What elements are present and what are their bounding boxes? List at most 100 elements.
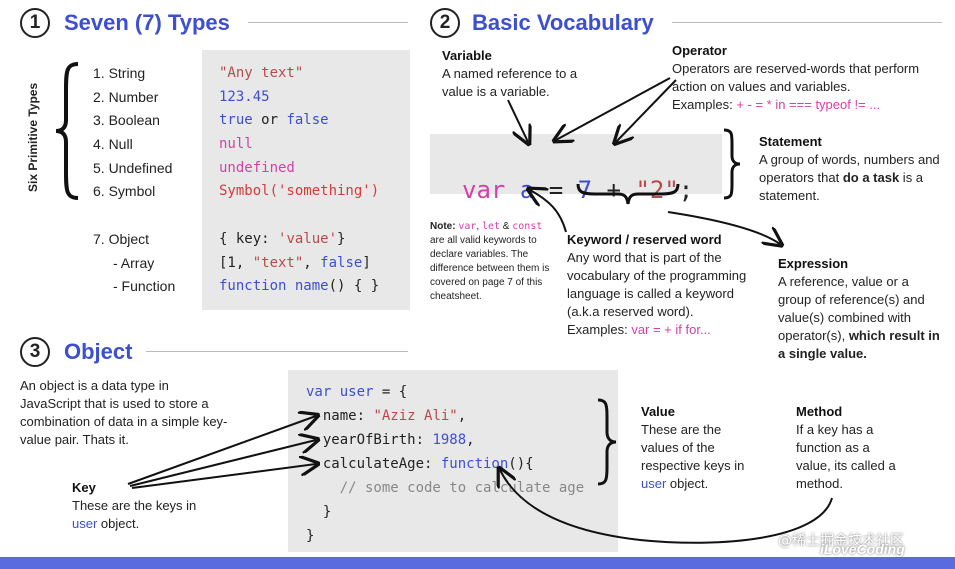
number-seven: 7 <box>577 176 593 204</box>
semicolon: ; <box>678 176 694 204</box>
value-highlight: user <box>641 476 667 491</box>
type-object-label: 7. Object <box>93 231 150 247</box>
expression-description: A reference, value or a group of referen… <box>778 274 925 343</box>
operator-examples-label: Examples: <box>672 97 737 112</box>
obj-key-year: yearOfBirth: <box>306 432 433 448</box>
type-null-label: 4. Null <box>93 136 133 152</box>
object-code-close: } <box>337 231 346 247</box>
section1-number: 1 <box>20 8 50 38</box>
expression-text: A reference, value or a group of referen… <box>778 273 943 363</box>
object-code-line7: } <box>306 528 315 544</box>
array-code-text: "text" <box>252 255 304 271</box>
obj-open-brace: = { <box>373 384 408 400</box>
keyword-title: Keyword / reserved word <box>567 232 722 247</box>
array-code-false: false <box>320 255 363 271</box>
type-undefined-code: undefined <box>219 160 295 176</box>
object-description: An object is a data type in JavaScript t… <box>20 378 228 447</box>
note-comma: , <box>476 221 482 232</box>
type-number-label: 2. Number <box>93 89 159 105</box>
array-code-comma: , <box>303 255 321 271</box>
statement-code-panel <box>430 134 722 194</box>
type-string-label: 1. String <box>93 65 146 81</box>
value-text-b: object. <box>666 476 709 491</box>
type-string-code: "Any text" <box>219 65 304 81</box>
array-code-close: ] <box>362 255 371 271</box>
note-const: const <box>512 221 543 232</box>
or-text: or <box>252 112 287 128</box>
function-keyword: function <box>219 278 287 294</box>
keyword-text: Any word that is part of the vocabulary … <box>567 249 747 339</box>
key-title: Key <box>72 480 96 495</box>
keyword-description: Any word that is part of the vocabulary … <box>567 250 747 319</box>
array-code-open: [1, <box>219 255 253 271</box>
method-title: Method <box>796 404 843 419</box>
statement-brace-icon <box>723 128 741 200</box>
left-brace-icon <box>55 62 79 200</box>
keyword-examples: var = + if for... <box>631 322 711 337</box>
operator-text: Operators are reserved-words that perfor… <box>672 60 942 114</box>
type-boolean-label: 3. Boolean <box>93 112 160 128</box>
false-keyword: false <box>286 112 329 128</box>
keyword-examples-label: Examples: <box>567 322 632 337</box>
object-code-line3: yearOfBirth: 1988, <box>306 432 475 448</box>
value-text: These are the values of the respective k… <box>641 421 751 493</box>
obj-comma-2: , <box>466 432 475 448</box>
operator-title: Operator <box>672 43 727 58</box>
watermark-cn: @稀土掘金技术社区 <box>778 533 904 549</box>
type-array-code: [1, "text", false] <box>219 255 371 271</box>
key-highlight: user <box>72 516 98 531</box>
type-symbol-code: Symbol('something') <box>219 183 380 199</box>
type-number-code: 123.45 <box>219 89 270 105</box>
value-brace-icon <box>597 398 617 486</box>
obj-comma-1: , <box>457 408 467 424</box>
variable-text: A named reference to a value is a variab… <box>442 66 578 99</box>
key-text-a: These are the keys in <box>72 498 197 513</box>
expression-bold: which result in a single value. <box>778 328 940 361</box>
expression-brace-icon <box>576 183 680 205</box>
var-keyword: var <box>462 176 506 204</box>
obj-function-keyword: function <box>440 456 509 472</box>
obj-key-calc: calculateAge: <box>306 456 441 472</box>
method-text: If a key has a function as a value, its … <box>796 422 896 491</box>
statement-text-b: is a statement. <box>759 170 924 203</box>
type-function-code: function name() { } <box>219 278 379 294</box>
type-object-code: { key: 'value'} <box>219 231 345 247</box>
watermark-brand: iLoveCoding <box>820 541 905 557</box>
type-function-label: - Function <box>113 278 176 294</box>
object-code-line1: var user = { <box>306 384 407 400</box>
function-body: () { } <box>328 278 380 294</box>
section2-rule <box>672 22 942 23</box>
type-boolean-code: true or false <box>219 112 329 128</box>
type-array-label: - Array <box>113 255 155 271</box>
statement-text-bold: do a task <box>842 170 900 185</box>
note-bold: Note: <box>430 221 459 232</box>
statement-text-a: A group of words, numbers and operators … <box>759 152 940 185</box>
plus-operator: + <box>606 176 621 204</box>
object-code-line6: } <box>306 504 332 520</box>
statement-code: var a = 7 + "2"; <box>462 148 693 204</box>
bottom-accent-bar <box>0 557 955 569</box>
obj-value-year: 1988 <box>432 432 467 448</box>
obj-key-name: name: <box>306 408 374 424</box>
function-name: name <box>286 278 329 294</box>
obj-var-name: user <box>331 384 374 400</box>
section3-rule <box>146 351 408 352</box>
key-text-b: object. <box>97 516 140 531</box>
variable-title: Variable <box>442 48 492 63</box>
section3-title: Object <box>64 339 133 364</box>
equals-operator: = <box>548 176 564 204</box>
true-keyword: true <box>219 112 253 128</box>
note-amp: & <box>500 221 513 232</box>
obj-var-keyword: var <box>306 384 332 400</box>
expression-title: Expression <box>778 256 849 271</box>
section1-rule <box>248 22 408 23</box>
object-code-open: { key: <box>219 231 279 247</box>
string-two: "2" <box>635 176 679 204</box>
operator-description: Operators are reserved-words that perfor… <box>672 61 920 94</box>
value-text-a: These are the values of the respective k… <box>641 422 745 473</box>
note-rest: are all valid keywords to declare variab… <box>430 235 550 302</box>
section3-number: 3 <box>20 337 50 367</box>
section1-title: Seven (7) Types <box>64 10 230 35</box>
